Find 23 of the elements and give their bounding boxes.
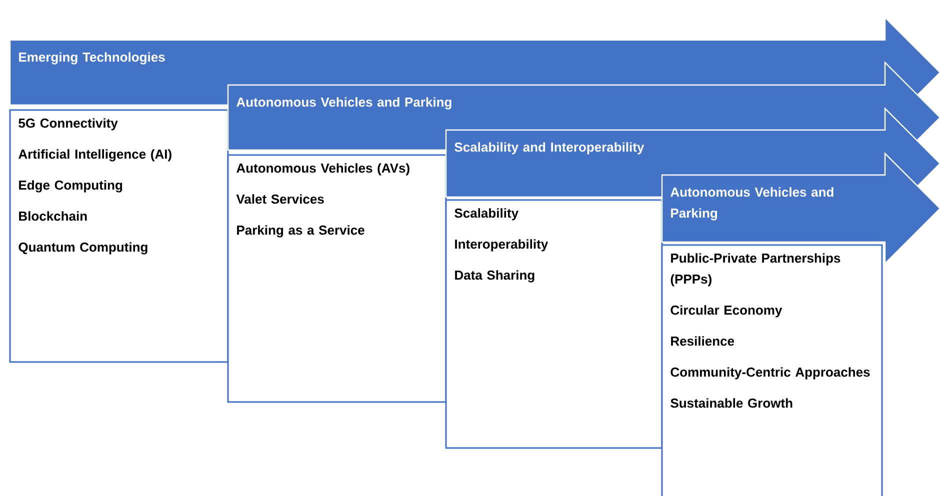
node-label: Emerging Technologies: [19, 52, 165, 64]
list-item: Data Sharing: [455, 270, 534, 282]
list-box: [661, 244, 883, 496]
list-item: Sustainable Growth: [670, 398, 792, 408]
list-item: Community-Centric Approaches: [670, 367, 870, 380]
list-item: Interoperability: [455, 239, 548, 252]
list-box: [445, 199, 663, 449]
list-item: Blockchain: [19, 211, 87, 221]
node-label: Scalability and Interoperability: [454, 142, 644, 154]
list-item: Parking as a Service: [237, 225, 364, 238]
list-item: Autonomous Vehicles (AVs): [236, 163, 410, 176]
list-item: Valet Services: [236, 194, 324, 204]
list-box: [227, 154, 447, 403]
list-box: [9, 109, 229, 363]
node-label: Autonomous Vehicles and Parking: [670, 187, 834, 220]
list-item: Edge Computing: [19, 180, 122, 192]
list-item: Scalability: [454, 208, 518, 220]
list-item: 5G Connectivity: [18, 118, 118, 130]
list-item: Artificial Intelligence (AI): [18, 149, 172, 162]
node-label: Autonomous Vehicles and Parking: [236, 97, 452, 110]
list-item: Quantum Computing: [18, 242, 148, 254]
list-item: Circular Economy: [670, 305, 782, 318]
list-item: Resilience: [671, 336, 734, 346]
